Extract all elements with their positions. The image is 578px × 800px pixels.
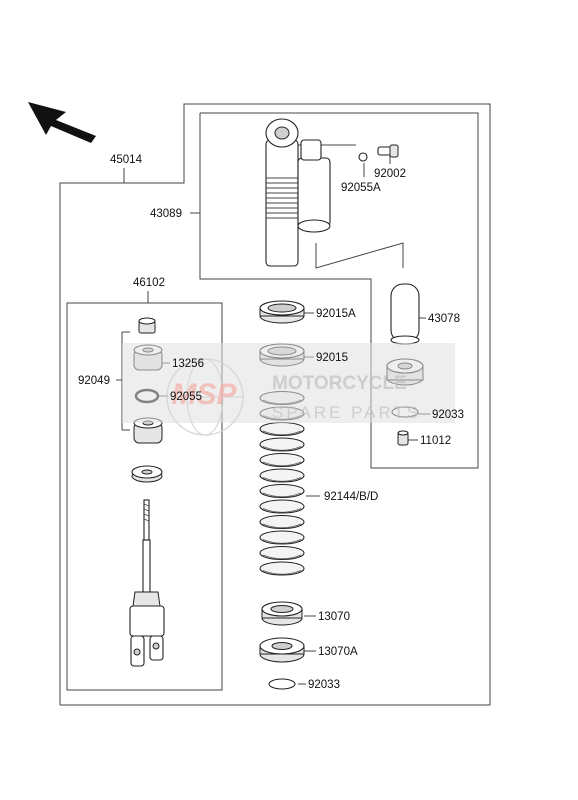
label-nut-lower: 92015 <box>316 352 348 364</box>
spring-coil-shade <box>262 523 302 529</box>
rod-assembly-frame <box>66 302 223 691</box>
watermark: MSP MOTORCYCLE SPARE PARTS <box>122 343 455 436</box>
label-oil-seal: 92049 <box>78 375 110 387</box>
label-assembly: 45014 <box>110 154 143 166</box>
watermark-logo: MSP <box>171 378 237 411</box>
bladder-icon <box>390 283 420 345</box>
label-bushing: 13256 <box>172 358 204 370</box>
label-valve: 11012 <box>420 435 451 447</box>
spring-coil <box>259 452 305 468</box>
spring-coil <box>259 499 305 514</box>
spring-coil-shade <box>262 492 302 498</box>
label-nut-upper: 92015A <box>316 308 356 320</box>
spring-coil <box>259 530 305 545</box>
o-ring-small-icon <box>358 152 368 162</box>
piston-rod-icon <box>129 499 165 667</box>
shock-absorber-body <box>265 118 331 267</box>
watermark-brand-line2: SPARE PARTS <box>272 403 421 422</box>
label-circlip-bottom: 92033 <box>308 679 340 691</box>
label-circlip: 92033 <box>432 409 464 421</box>
spring-coil-shade <box>262 461 302 467</box>
watermark-brand-line1: MOTORCYCLE <box>272 373 407 394</box>
label-spring: 92144/B/D <box>324 491 378 503</box>
spring-coil <box>259 421 305 437</box>
spring-coil <box>259 468 305 483</box>
spring-coil-shade <box>262 477 302 482</box>
label-o-ring-small: 92055A <box>341 182 381 194</box>
shock-unit-frame <box>199 112 479 469</box>
assembly-frame <box>59 103 491 706</box>
spring-coil-shade <box>262 539 302 544</box>
spring-coil <box>259 483 305 499</box>
spring-coil <box>259 437 305 452</box>
spring-coil-shade <box>262 430 302 436</box>
washer-icon <box>131 465 163 483</box>
valve-icon <box>397 430 409 446</box>
bolt-icon <box>377 144 399 158</box>
lock-nut-upper-icon <box>259 300 305 324</box>
front-direction-arrow-icon <box>28 102 96 143</box>
label-shock-unit: 43089 <box>150 208 182 220</box>
spring-coil <box>259 561 305 576</box>
label-spring-guide-a: 13070A <box>318 646 358 658</box>
spring-coil <box>259 514 305 530</box>
spring-guide-a-icon <box>259 637 305 663</box>
label-bolt: 92002 <box>374 168 406 180</box>
nut-small-icon <box>138 317 156 334</box>
spring-coil-shade <box>262 554 302 560</box>
label-spring-guide: 13070 <box>318 611 350 623</box>
label-rod-assembly: 46102 <box>133 277 165 289</box>
circlip-bottom-icon <box>268 678 296 690</box>
spring-coil-shade <box>262 446 302 451</box>
spring-coil-shade <box>262 508 302 513</box>
spring-guide-icon <box>261 601 303 626</box>
label-o-ring: 92055 <box>170 391 202 403</box>
spring-coil <box>259 545 305 561</box>
label-bladder: 43078 <box>428 313 460 325</box>
spring-coil-shade <box>262 570 302 575</box>
